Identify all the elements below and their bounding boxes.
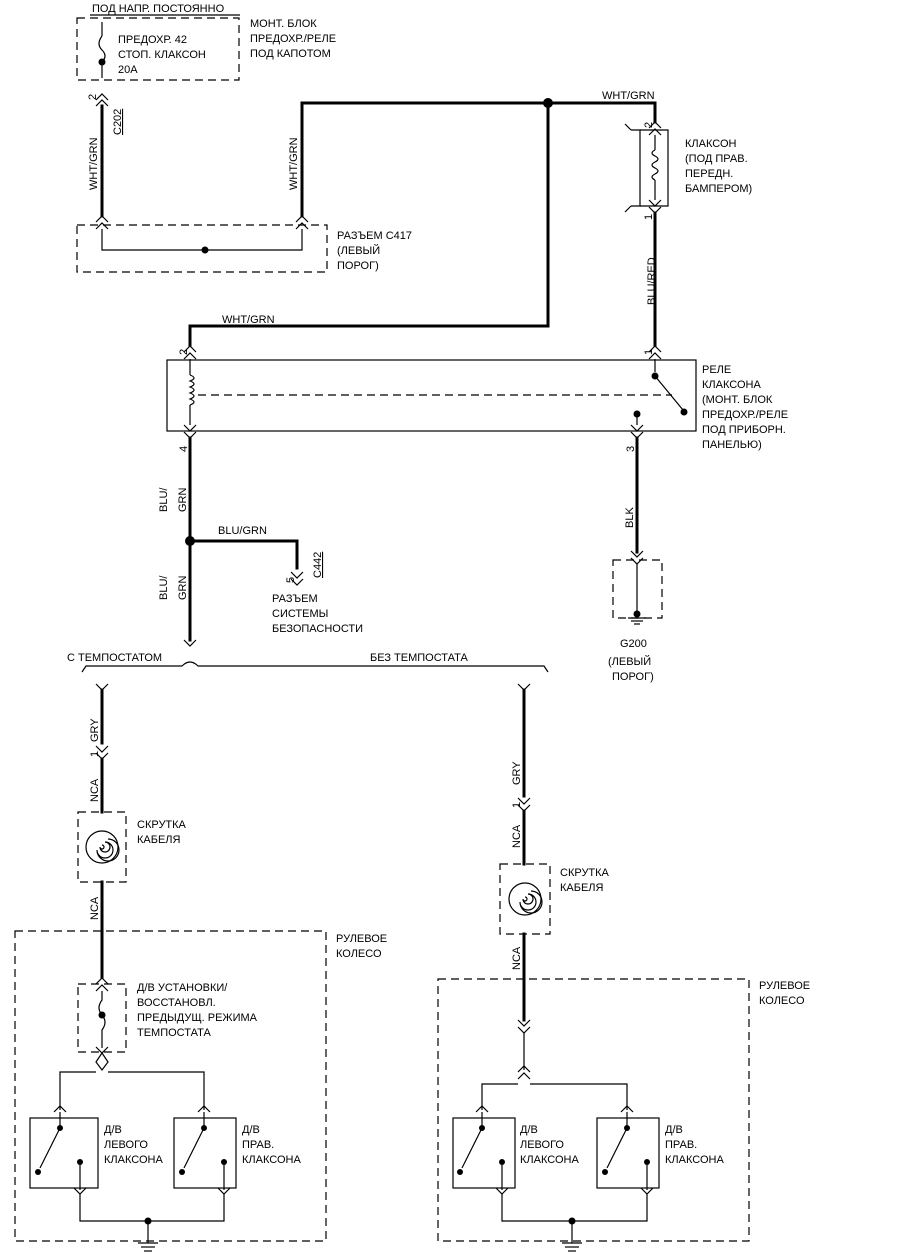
svg-text:РУЛЕВОЕ: РУЛЕВОЕ bbox=[759, 980, 810, 992]
svg-text:ПРЕДОХР./РЕЛЕ: ПРЕДОХР./РЕЛЕ bbox=[250, 33, 336, 45]
svg-text:(ЛЕВЫЙ: (ЛЕВЫЙ bbox=[608, 655, 651, 668]
svg-text:СКРУТКА: СКРУТКА bbox=[560, 867, 610, 879]
svg-text:КОЛЕСО: КОЛЕСО bbox=[759, 995, 805, 1007]
svg-text:2: 2 bbox=[643, 122, 655, 128]
svg-text:ТЕМПОСТАТА: ТЕМПОСТАТА bbox=[137, 1027, 211, 1039]
wire-wht-grn-label: WHT/GRN bbox=[88, 137, 100, 190]
svg-text:C202: C202 bbox=[112, 109, 124, 135]
svg-text:2: 2 bbox=[87, 94, 99, 100]
svg-text:ПОРОГ): ПОРОГ) bbox=[612, 671, 654, 683]
right-branch: GRY 1 NCA СКРУТКА КАБЕЛЯ NCA РУЛЕВОЕ КОЛ… bbox=[437, 683, 810, 1252]
svg-text:ПАНЕЛЬЮ): ПАНЕЛЬЮ) bbox=[702, 439, 762, 451]
svg-text:КЛАКСОНА: КЛАКСОНА bbox=[520, 1154, 579, 1166]
svg-text:NCA: NCA bbox=[89, 778, 101, 802]
underhood-fuse-block: ПОД НАПР. ПОСТОЯННО ПРЕДОХР. 42 СТОП. КЛ… bbox=[76, 3, 336, 81]
svg-text:ПЕРЕДН.: ПЕРЕДН. bbox=[685, 168, 733, 180]
svg-text:РАЗЪЕМ: РАЗЪЕМ bbox=[272, 593, 318, 605]
svg-text:ПРАВ.: ПРАВ. bbox=[242, 1139, 274, 1151]
svg-text:BLU/: BLU/ bbox=[158, 575, 170, 600]
svg-text:GRY: GRY bbox=[511, 761, 523, 785]
svg-text:1: 1 bbox=[643, 214, 655, 220]
horn-label: КЛАКСОН bbox=[685, 138, 737, 150]
svg-text:WHT/GRN: WHT/GRN bbox=[602, 90, 655, 102]
svg-text:BLU/GRN: BLU/GRN bbox=[218, 525, 267, 537]
svg-text:1: 1 bbox=[511, 802, 523, 808]
svg-text:Д/В: Д/В bbox=[520, 1124, 538, 1136]
svg-text:(ПОД ПРАВ.: (ПОД ПРАВ. bbox=[685, 153, 748, 165]
svg-text:БАМПЕРОМ): БАМПЕРОМ) bbox=[685, 183, 752, 195]
svg-text:GRN: GRN bbox=[177, 576, 189, 601]
horn: 2 1 КЛАКСОН (ПОД ПРАВ. ПЕРЕДН. БАМПЕРОМ) bbox=[624, 121, 752, 220]
svg-text:(МОНТ. БЛОК: (МОНТ. БЛОК bbox=[702, 394, 773, 406]
svg-text:МОНТ. БЛОК: МОНТ. БЛОК bbox=[250, 18, 317, 30]
svg-text:ПРАВ.: ПРАВ. bbox=[665, 1139, 697, 1151]
svg-text:3: 3 bbox=[625, 446, 637, 452]
svg-text:ПРЕДЫДУЩ. РЕЖИМА: ПРЕДЫДУЩ. РЕЖИМА bbox=[137, 1012, 258, 1024]
svg-text:WHT/GRN: WHT/GRN bbox=[288, 137, 300, 190]
svg-text:(ЛЕВЫЙ: (ЛЕВЫЙ bbox=[337, 244, 380, 257]
connector-c442: 5 C442 РАЗЪЕМ СИСТЕМЫ БЕЗОПАСНОСТИ bbox=[272, 552, 363, 635]
svg-text:Д/В: Д/В bbox=[104, 1124, 122, 1136]
horn-relay: 2 1 4 3 РЕЛЕ КЛАКСОНА (МОНТ. БЛОК ПРЕДОХ… bbox=[166, 345, 788, 452]
svg-text:ПРЕДОХР./РЕЛЕ: ПРЕДОХР./РЕЛЕ bbox=[702, 409, 788, 421]
relay-label: РЕЛЕ bbox=[702, 364, 731, 376]
fuse-rating-label: 20A bbox=[118, 64, 138, 76]
fuse-42-label: ПРЕДОХР. 42 bbox=[118, 34, 187, 46]
svg-text:ПОД ПРИБОРН.: ПОД ПРИБОРН. bbox=[702, 424, 786, 436]
svg-text:ЛЕВОГО: ЛЕВОГО bbox=[520, 1139, 564, 1151]
svg-text:1: 1 bbox=[89, 751, 101, 757]
svg-text:4: 4 bbox=[178, 446, 190, 452]
svg-text:КАБЕЛЯ: КАБЕЛЯ bbox=[137, 834, 181, 846]
svg-text:КЛАКСОНА: КЛАКСОНА bbox=[702, 379, 761, 391]
svg-text:NCA: NCA bbox=[511, 824, 523, 848]
svg-text:КЛАКСОНА: КЛАКСОНА bbox=[242, 1154, 301, 1166]
svg-text:КЛАКСОНА: КЛАКСОНА bbox=[665, 1154, 724, 1166]
connector-c202: 2 C202 bbox=[87, 93, 124, 135]
svg-text:СКРУТКА: СКРУТКА bbox=[137, 819, 187, 831]
svg-text:1: 1 bbox=[643, 349, 655, 355]
svg-text:NCA: NCA bbox=[511, 946, 523, 970]
svg-text:Д/В: Д/В bbox=[665, 1124, 683, 1136]
without-cruise-label: БЕЗ ТЕМПОСТАТА bbox=[370, 652, 468, 664]
svg-text:BLU/: BLU/ bbox=[158, 487, 170, 512]
svg-text:РУЛЕВОЕ: РУЛЕВОЕ bbox=[336, 933, 387, 945]
connector-c417: РАЗЪЕМ C417 (ЛЕВЫЙ ПОРОГ) bbox=[76, 215, 412, 273]
svg-text:ПОРОГ): ПОРОГ) bbox=[337, 260, 379, 272]
svg-text:GRN: GRN bbox=[177, 488, 189, 513]
svg-text:КАБЕЛЯ: КАБЕЛЯ bbox=[560, 882, 604, 894]
svg-text:2: 2 bbox=[178, 349, 190, 355]
hot-at-all-times-label: ПОД НАПР. ПОСТОЯННО bbox=[92, 3, 225, 15]
svg-text:КЛАКСОНА: КЛАКСОНА bbox=[104, 1154, 163, 1166]
svg-text:BLK: BLK bbox=[624, 507, 636, 528]
ground-label: G200 bbox=[620, 638, 647, 650]
svg-text:C442: C442 bbox=[312, 552, 324, 578]
svg-text:СИСТЕМЫ: СИСТЕМЫ bbox=[272, 608, 328, 620]
left-branch: GRY 1 NCA СКРУТКА КАБЕЛЯ NCA РУЛЕВОЕ КОЛ… bbox=[14, 683, 387, 1252]
svg-text:NCA: NCA bbox=[89, 896, 101, 920]
fuse-horn-label: СТОП. КЛАКСОН bbox=[118, 49, 206, 61]
with-cruise-label: С ТЕМПОСТАТОМ bbox=[67, 652, 162, 664]
svg-text:GRY: GRY bbox=[89, 718, 101, 742]
svg-text:БЕЗОПАСНОСТИ: БЕЗОПАСНОСТИ bbox=[272, 623, 363, 635]
svg-text:ЛЕВОГО: ЛЕВОГО bbox=[104, 1139, 148, 1151]
ground-g200: G200 (ЛЕВЫЙ ПОРОГ) bbox=[608, 550, 663, 683]
svg-text:Д/В УСТАНОВКИ/: Д/В УСТАНОВКИ/ bbox=[137, 982, 228, 994]
svg-text:Д/В: Д/В bbox=[242, 1124, 260, 1136]
svg-text:WHT/GRN: WHT/GRN bbox=[222, 314, 275, 326]
svg-text:BLU/RED: BLU/RED bbox=[646, 257, 658, 305]
svg-text:5: 5 bbox=[285, 577, 297, 583]
svg-text:РАЗЪЕМ C417: РАЗЪЕМ C417 bbox=[337, 230, 412, 242]
svg-text:ПОД КАПОТОМ: ПОД КАПОТОМ bbox=[250, 48, 331, 60]
svg-text:КОЛЕСО: КОЛЕСО bbox=[336, 948, 382, 960]
svg-text:ВОССТАНОВЛ.: ВОССТАНОВЛ. bbox=[137, 997, 216, 1009]
